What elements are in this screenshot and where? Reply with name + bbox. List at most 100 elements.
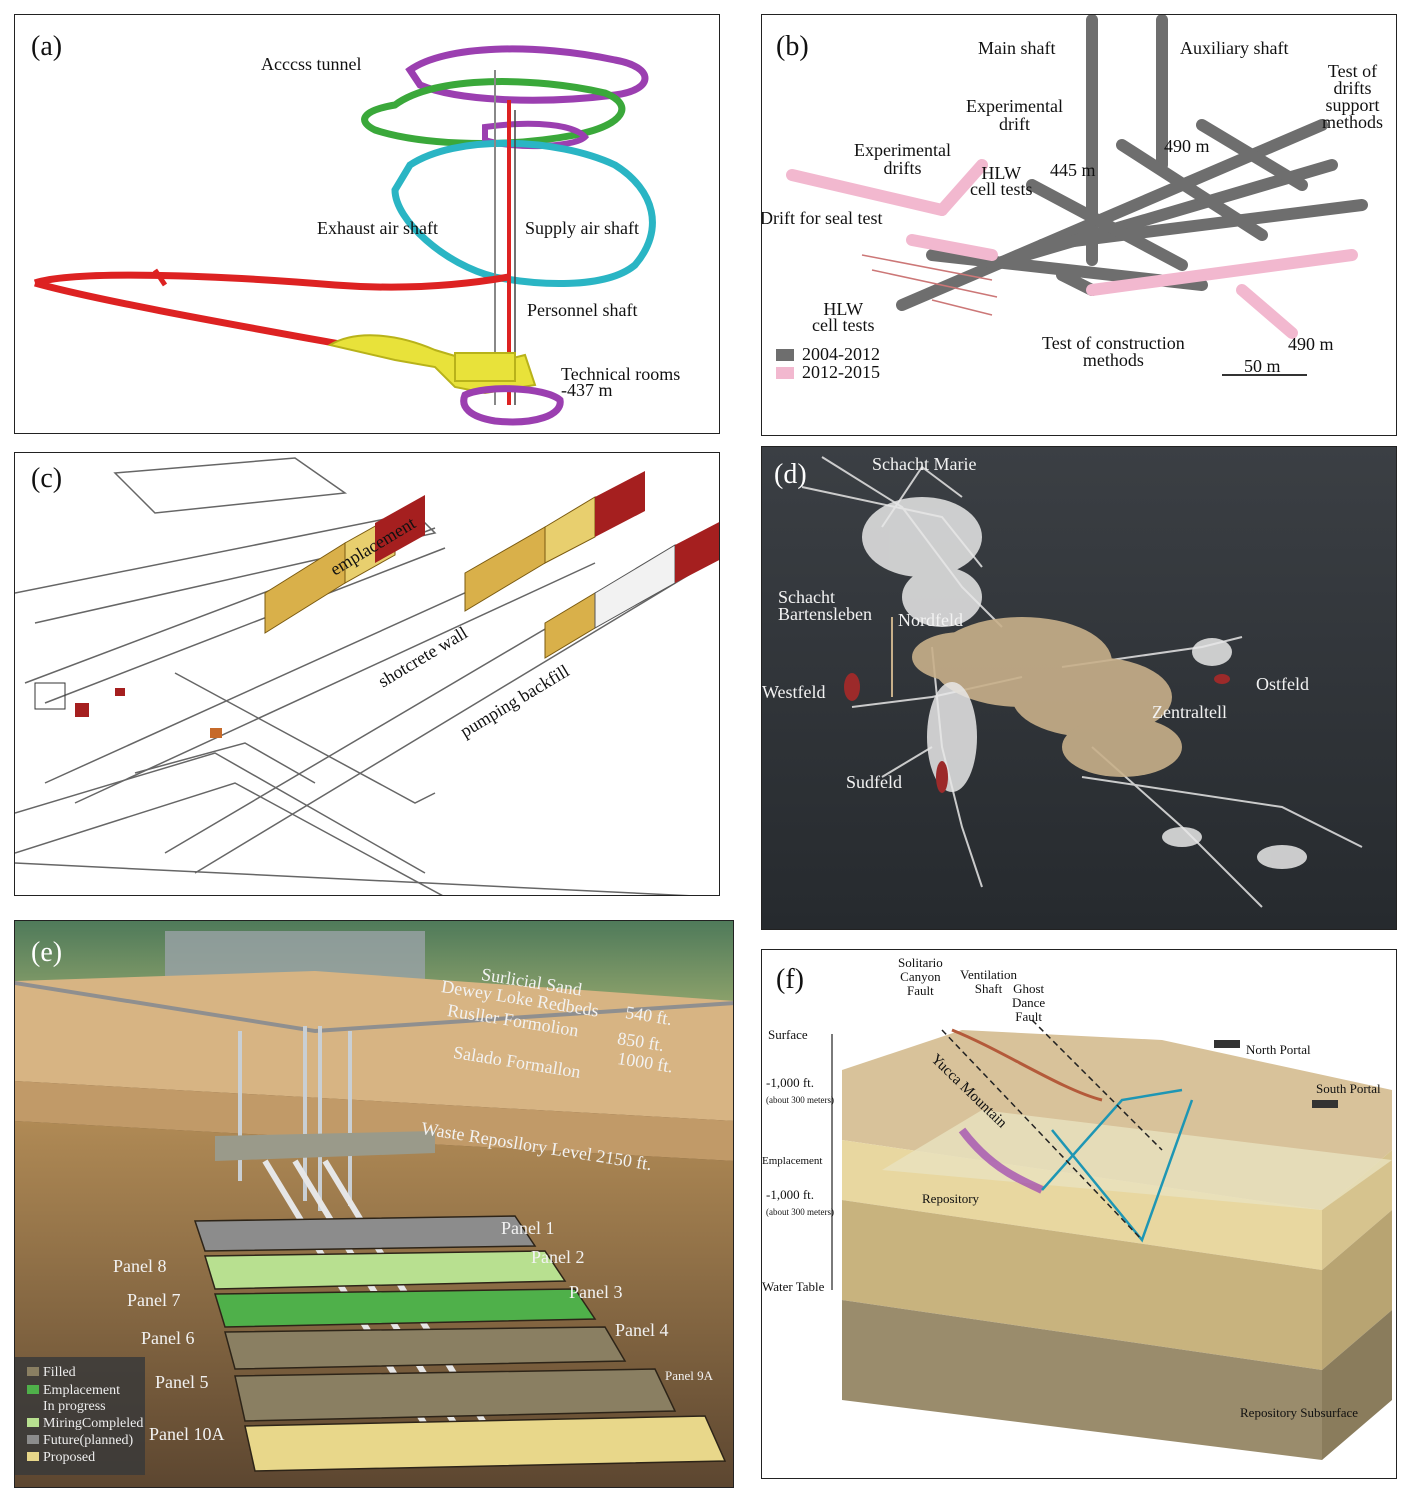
zentraltell-label: Zentraltell (1152, 702, 1227, 722)
legend-future-planned: Future(planned) (43, 1433, 134, 1448)
panel-b: (b) Main shaft Auxiliary shaft Test of d… (761, 14, 1397, 436)
depth-445-label: 445 m (1050, 160, 1096, 180)
exhaust-air-shaft-label: Exhaust air shaft (317, 218, 438, 238)
legend-proposed: Proposed (43, 1450, 96, 1465)
construction-line-2: methods (1082, 350, 1144, 370)
panel-b-tag: (b) (776, 31, 809, 62)
exp-drift-line-2: drift (998, 114, 1030, 134)
panel-c: (c) emplacement shotcrete wall pumping b… (14, 452, 720, 896)
legend-2004-2012: 2004-2012 (802, 344, 880, 364)
panel-f: (f) Solitario Canyon Fault Ventilation S… (761, 949, 1397, 1479)
panel-9a-label: Panel 9A (665, 1368, 714, 1383)
hlw-bottom-line-2: cell tests (812, 315, 875, 335)
panel-e: (e) Surlicial Sand Dewey Loke Redbeds 54… (14, 920, 734, 1488)
hlw-cell-tests-top-label: HLW cell tests (970, 163, 1033, 199)
vent-line-2: Shaft (974, 981, 1003, 996)
ghost-line-3: Fault (1015, 1009, 1042, 1024)
panel-3-label: Panel 3 (569, 1282, 623, 1302)
solitario-canyon-fault-label: Solitario Canyon Fault (898, 956, 943, 998)
legend-in-progress: In progress (43, 1399, 106, 1414)
ghost-line-1: Ghost (1013, 981, 1045, 996)
hlw-cell-tests-bottom-label: HLW cell tests (812, 299, 875, 335)
legend-emplacement: Emplacement (43, 1383, 120, 1398)
panel-4-label: Panel 4 (615, 1320, 669, 1340)
experimental-drifts-label: Experimental drifts (854, 141, 951, 177)
depth-490-top-label: 490 m (1164, 136, 1210, 156)
sudfeld-label: Sudfeld (846, 772, 902, 792)
construction-line-1: Test of construction (1042, 333, 1185, 353)
depth-2-label: -1,000 ft. (766, 1187, 815, 1202)
panel-10a-label: Panel 10A (149, 1424, 225, 1444)
schacht-bartensleben-label: Schacht Bartensleben (778, 587, 872, 624)
ghost-dance-fault-label: Ghost Dance Fault (1012, 982, 1045, 1024)
panel-d: (d) Schacht Marie Schacht Bartensleben N… (761, 446, 1397, 930)
access-tunnel-label: Acccss tunnel (261, 54, 362, 74)
depth-2-note: (about 300 meters) (766, 1207, 834, 1217)
construction-methods-label: Test of construction methods (1042, 333, 1185, 370)
south-portal-label: South Portal (1316, 1081, 1381, 1096)
panel-b-drift-drawing (776, 15, 1368, 379)
solitario-line-1: Solitario (898, 955, 943, 970)
panel-8-label: Panel 8 (113, 1256, 167, 1276)
repository-label: Repository (922, 1191, 980, 1206)
panel-2-label: Panel 2 (531, 1247, 585, 1267)
panel-f-yucca-drawing (831, 1019, 1392, 1460)
solitario-line-3: Fault (907, 983, 934, 998)
bartensleben-line-1: Schacht (778, 587, 835, 607)
legend-2012-2015: 2012-2015 (802, 362, 880, 382)
legend-filled: Filled (43, 1365, 76, 1380)
panel-d-tag: (d) (774, 459, 807, 490)
north-portal-label: North Portal (1246, 1042, 1311, 1057)
panel-c-tag: (c) (31, 463, 63, 494)
auxiliary-shaft-label: Auxiliary shaft (1180, 38, 1289, 58)
test-support-line-3: support (1325, 95, 1380, 115)
solitario-line-2: Canyon (900, 969, 941, 984)
schacht-marie-label: Schacht Marie (872, 454, 977, 474)
panel-e-tag: (e) (31, 937, 63, 968)
test-support-line-2: drifts (1333, 78, 1372, 98)
panel-a-tunnel-drawing (33, 45, 656, 426)
vent-line-1: Ventilation (960, 967, 1018, 982)
depth-490-bottom-label: 490 m (1288, 334, 1334, 354)
bartensleben-line-2: Bartensleben (778, 604, 872, 624)
panel-e-repository-drawing (15, 921, 733, 1487)
hlw-bottom-line-1: HLW (823, 299, 864, 319)
legend-mining-completed: MiringCompleled (43, 1416, 144, 1431)
panel-c-gallery-drawing (15, 457, 719, 895)
personnel-shaft-label: Personnel shaft (527, 300, 638, 320)
scale-bar-label: 50 m (1244, 356, 1281, 376)
experimental-drift-label: Experimental drift (966, 97, 1063, 133)
hlw-top-line-1: HLW (981, 163, 1022, 183)
test-drifts-support-label: Test of drifts support methods (1322, 61, 1383, 132)
hlw-top-line-2: cell tests (970, 179, 1033, 199)
technical-rooms-depth: -437 m (561, 380, 613, 400)
exp-drift-line-1: Experimental (966, 96, 1063, 116)
exp-drifts-line-2: drifts (883, 158, 922, 178)
ghost-line-2: Dance (1012, 995, 1046, 1010)
panel-5-label: Panel 5 (155, 1372, 209, 1392)
panel-1-label: Panel 1 (501, 1218, 555, 1238)
technical-rooms-label: Technical rooms (561, 364, 681, 384)
emplacement-level-label: Emplacement (762, 1155, 823, 1167)
depth-1-note: (about 300 meters) (766, 1095, 834, 1105)
panel-6-label: Panel 6 (141, 1328, 195, 1348)
westfeld-label: Westfeld (762, 682, 826, 702)
test-support-line-1: Test of (1327, 61, 1378, 81)
panel-a-tag: (a) (31, 31, 63, 62)
test-support-line-4: methods (1322, 112, 1383, 132)
panel-d-mine-drawing (801, 456, 1363, 908)
water-table-label: Water Table (762, 1279, 825, 1294)
depth-1-label: -1,000 ft. (766, 1075, 815, 1090)
ventilation-shaft-label: Ventilation Shaft (960, 968, 1017, 996)
exp-drifts-line-1: Experimental (854, 140, 951, 160)
ostfeld-label: Ostfeld (1256, 674, 1309, 694)
repository-subsurface-label: Repository Subsurface (1240, 1405, 1359, 1420)
seal-test-drift-label: Drift for seal test (761, 208, 883, 228)
panel-f-tag: (f) (776, 964, 804, 995)
panel-a: (a) Acccss tunnel Exhaust air shaft Supp… (14, 14, 720, 434)
surface-label: Surface (768, 1027, 808, 1042)
main-shaft-label: Main shaft (978, 38, 1056, 58)
panel-7-label: Panel 7 (127, 1290, 181, 1310)
supply-air-shaft-label: Supply air shaft (525, 218, 639, 238)
nordfeld-label: Nordfeld (898, 610, 963, 630)
